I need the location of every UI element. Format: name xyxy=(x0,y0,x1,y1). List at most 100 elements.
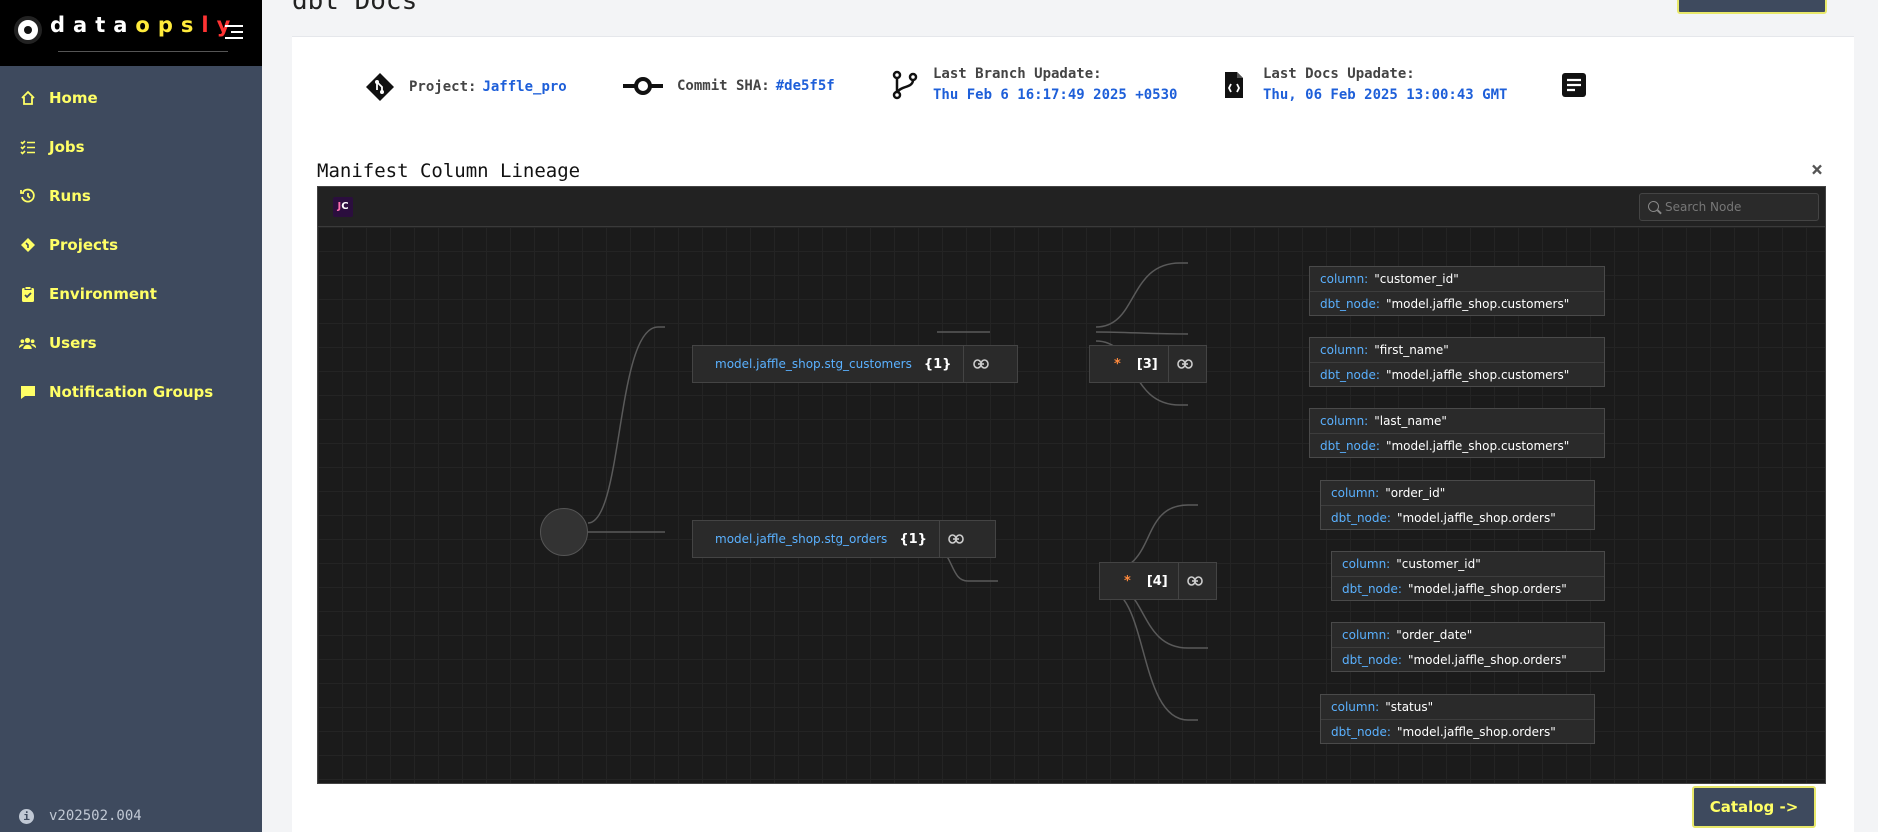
brand-mid: ops xyxy=(135,13,202,37)
docs-date: Thu, 06 Feb 2025 13:00:43 GMT xyxy=(1263,87,1508,103)
brand-prefix: data xyxy=(50,13,136,37)
brand-header: dataopsly xyxy=(0,0,262,66)
docs-link[interactable] xyxy=(1561,72,1587,98)
branch-info: Last Branch Upadate: Thu Feb 6 16:17:49 … xyxy=(892,66,1177,103)
search-node-input[interactable]: Search Node xyxy=(1639,193,1819,221)
column-node[interactable]: column: "status" dbt_node: "model.jaffle_s… xyxy=(1320,694,1595,744)
git-commit-icon xyxy=(623,77,663,95)
top-action-button[interactable] xyxy=(1677,0,1827,14)
dbt-node-row: dbt_node:"model.jaffle_shop.orders" xyxy=(1332,647,1604,671)
link-icon[interactable] xyxy=(963,346,997,382)
sidebar-item-label: Runs xyxy=(49,186,91,205)
column-node[interactable]: column: "order_id" dbt_node:"model.jaffle… xyxy=(1320,480,1595,530)
sidebar-item-label: Home xyxy=(49,88,98,107)
diamond-icon xyxy=(19,236,36,253)
history-icon xyxy=(19,187,36,204)
page-title: dbt Docs xyxy=(292,0,418,16)
lineage-canvas[interactable]: JC Search Node model.jaffle_shop.stg_cus… xyxy=(317,186,1826,784)
dbt-node-value: "model.jaffle_shop.orders" xyxy=(1396,510,1556,525)
sidebar-item-label: Notification Groups xyxy=(49,382,214,401)
dbt-node-row: dbt_node: "model.jaffle_shop.customers" xyxy=(1310,433,1604,457)
model-count: {1} xyxy=(923,356,952,372)
link-icon[interactable] xyxy=(938,521,973,557)
model-count: {1} xyxy=(899,531,927,547)
home-icon xyxy=(19,89,36,106)
info-icon: i xyxy=(19,808,34,824)
file-code-icon xyxy=(1225,71,1243,98)
link-icon[interactable] xyxy=(1177,563,1212,599)
root-node[interactable] xyxy=(540,508,588,556)
column-node[interactable]: column:"customer_id" dbt_node:"model.jaf… xyxy=(1309,266,1605,316)
dbt-node-row: dbt_node:"model.jaffle_shop.orders" xyxy=(1321,505,1594,529)
star-symbol: * xyxy=(1114,356,1121,372)
project-label: Project: xyxy=(409,79,477,95)
project-info: Project: Jaffle_pro xyxy=(365,72,567,102)
star-node-customers[interactable]: * [3] xyxy=(1089,345,1207,383)
dbt-node-value: "model.jaffle_shop.customers" xyxy=(1385,438,1570,453)
star-count: [3] xyxy=(1136,356,1158,372)
sidebar-item-users[interactable]: Users xyxy=(0,318,262,367)
column-row: column:"order_date" xyxy=(1332,623,1604,647)
star-symbol: * xyxy=(1124,573,1131,589)
header-divider xyxy=(292,36,1854,37)
sidebar-nav: Home Jobs Runs Projects Environment xyxy=(0,73,262,416)
dbt-node-value: "model.jaffle_shop.orders" xyxy=(1396,724,1556,739)
git-branch-icon xyxy=(892,70,918,99)
column-node[interactable]: column:"first_name" dbt_node:"model.jaff… xyxy=(1309,337,1605,387)
column-value: "customer_id" xyxy=(1374,272,1459,286)
sidebar-item-runs[interactable]: Runs xyxy=(0,171,262,220)
column-row: column: "customer_id" xyxy=(1310,267,1604,291)
sidebar-item-notification-groups[interactable]: Notification Groups xyxy=(0,367,262,416)
commit-value[interactable]: #de5f5f xyxy=(775,78,835,94)
dbt-node-key: dbt_node: xyxy=(1320,438,1380,453)
link-icon[interactable] xyxy=(1167,346,1202,382)
column-key: column: xyxy=(1342,557,1391,571)
sidebar-item-label: Jobs xyxy=(49,137,85,156)
column-row: column: "order_id" xyxy=(1321,481,1594,505)
project-info-bar: Project: Jaffle_pro Commit SHA: #de5f5f … xyxy=(365,66,1595,106)
column-key: column: xyxy=(1320,272,1369,286)
docs-info: Last Docs Upadate: Thu, 06 Feb 2025 13:0… xyxy=(1223,66,1507,103)
branch-label: Last Branch Upadate: xyxy=(933,66,1102,82)
sidebar-item-label: Projects xyxy=(49,235,119,254)
star-node-orders[interactable]: * [4] xyxy=(1099,562,1217,600)
column-key: column: xyxy=(1320,343,1369,357)
column-key: column: xyxy=(1342,628,1391,642)
brand-name: dataopsly xyxy=(50,13,238,37)
dbt-node-row: dbt_node: "model.jaffle_shop.orders" xyxy=(1321,719,1594,743)
search-placeholder: Search Node xyxy=(1665,200,1742,214)
dbt-node-key: dbt_node: xyxy=(1331,724,1391,739)
column-value: "last_name" xyxy=(1374,414,1447,428)
close-icon[interactable]: × xyxy=(1811,157,1824,181)
commit-label: Commit SHA: xyxy=(677,78,770,94)
search-icon xyxy=(1648,201,1659,212)
column-value: "status" xyxy=(1385,700,1434,714)
catalog-button[interactable]: Catalog -> xyxy=(1692,786,1816,828)
hamburger-menu-icon[interactable] xyxy=(225,25,243,43)
column-key: column: xyxy=(1331,486,1380,500)
sidebar-item-jobs[interactable]: Jobs xyxy=(0,122,262,171)
column-node[interactable]: column:"customer_id" dbt_node:"model.jaf… xyxy=(1331,551,1605,601)
dbt-node-key: dbt_node: xyxy=(1342,581,1402,596)
clipboard-check-icon xyxy=(19,285,36,302)
sidebar-item-projects[interactable]: Projects xyxy=(0,220,262,269)
sidebar-item-environment[interactable]: Environment xyxy=(0,269,262,318)
git-diamond-icon xyxy=(366,73,394,101)
lineage-title: Manifest Column Lineage xyxy=(317,160,581,182)
column-node[interactable]: column: "last_name" dbt_node: "model.jaffl… xyxy=(1309,408,1605,458)
users-icon xyxy=(19,334,36,351)
column-node[interactable]: column:"order_date" dbt_node:"model.jaff… xyxy=(1331,622,1605,672)
column-key: column: xyxy=(1320,414,1369,428)
project-value[interactable]: Jaffle_pro xyxy=(482,79,567,95)
model-node-stg-orders[interactable]: model.jaffle_shop.stg_orders {1} xyxy=(692,520,996,558)
jsoncrack-logo: JC xyxy=(333,197,353,217)
branch-date: Thu Feb 6 16:17:49 2025 +0530 xyxy=(933,87,1178,103)
column-row: column: "status" xyxy=(1321,695,1594,719)
document-icon[interactable] xyxy=(1561,72,1587,98)
column-value: "order_id" xyxy=(1385,486,1446,500)
sidebar-item-home[interactable]: Home xyxy=(0,73,262,122)
docs-label: Last Docs Upadate: xyxy=(1263,66,1415,82)
model-node-stg-customers[interactable]: model.jaffle_shop.stg_customers {1} xyxy=(692,345,1018,383)
column-key: column: xyxy=(1331,700,1380,714)
dbt-node-row: dbt_node:"model.jaffle_shop.customers" xyxy=(1310,362,1604,386)
